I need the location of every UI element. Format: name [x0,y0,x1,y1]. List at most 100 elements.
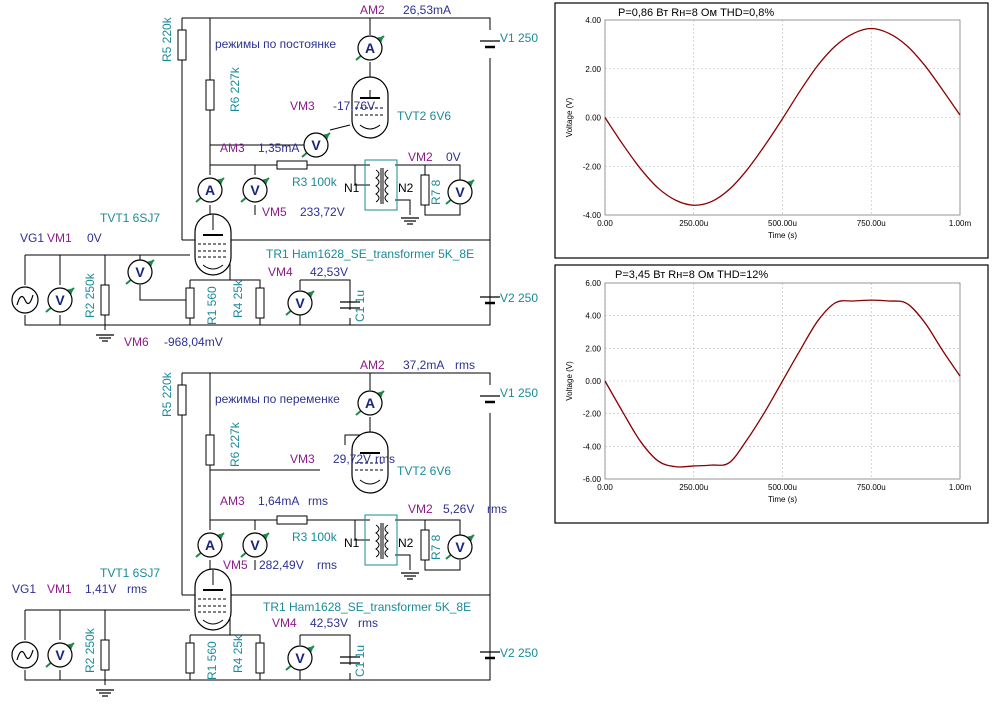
x-tick-label: 1.00m [949,483,972,492]
voltmeter-vm4: V [285,290,315,316]
n1-label: N1 [344,181,360,195]
series-line [604,27,961,206]
y-tick-label: 2.00 [585,65,601,74]
x-tick-label: 250.00u [679,219,708,228]
chart-title: P=3,45 Вт Rн=8 Ом THD=12% [615,269,768,281]
r6-label: R6 227k [228,421,242,467]
voltmeter-vm6: V [125,259,155,285]
meter-symbol: V [455,184,465,200]
voltmeter-vm4: V [285,645,315,671]
tube-tvt2 [351,431,389,494]
r4-label: R4 25k [231,279,245,318]
vm2-value: 5,26V [443,502,474,516]
transformer-tr1 [364,159,398,211]
am3-name: AM3 [220,141,245,155]
r5-label: R5 220k [160,371,174,417]
c1-label: C1 1u [353,645,367,677]
tr1-label: TR1 Ham1628_SE_transformer 5K_8E [266,247,474,261]
resistor-r5 [177,384,187,416]
x-tick-label: 750.00u [857,483,886,492]
resistor-r1 [185,287,195,319]
r2-label: R2 250k [83,627,97,673]
ammeter-am3: A [195,532,225,558]
resistor-r2 [100,284,110,316]
battery-v1 [478,39,502,49]
resistor-r5 [177,29,187,61]
vm5-name: VM5 [223,558,248,572]
y-axis-label: Voltage (V) [565,97,574,137]
voltmeter-vm2: V [445,534,475,560]
r2-label: R2 250k [83,272,97,318]
v2-label: V2 250 [500,646,538,660]
r5-label: R5 220k [160,16,174,62]
vm2-unit: rms [487,502,507,516]
n2-label: N2 [398,536,414,550]
ammeter-am3: A [195,177,225,203]
meter-symbol: A [205,537,215,553]
mode-label: режимы по переменке [215,392,340,406]
tube-tvt1 [194,213,232,276]
vm5-name: VM5 [262,205,287,219]
meter-symbol: V [455,539,465,555]
am2-value: 37,2mA [403,358,444,372]
y-tick-label: 0.00 [585,377,601,386]
vm1-name: VM1 [47,231,72,245]
vm4-unit: rms [358,616,378,630]
x-tick-label: 500.00u [768,483,797,492]
meter-symbol: A [365,395,375,411]
vm3-unit: rms [375,452,395,466]
voltmeter-vm1: V [45,642,75,668]
r7-label: R7 8 [429,179,443,205]
vm1-unit: rms [127,582,147,596]
meter-symbol: V [295,650,305,666]
meter-symbol: V [295,295,305,311]
vm3-value: -17,76V [333,99,375,113]
vm4-value: 42,53V [310,616,348,630]
x-tick-label: 750.00u [857,219,886,228]
meter-symbol: A [365,40,375,56]
meter-symbol: V [55,292,65,308]
resistor-r1 [185,642,195,674]
voltmeter-vm2: V [445,179,475,205]
resistor-r3 [276,515,308,525]
chart-frame [554,2,989,259]
tube-tvt2 [351,76,389,139]
vm5-value: 233,72V [300,205,345,219]
n1-label: N1 [344,536,360,550]
y-tick-label: -4.00 [583,211,602,220]
y-tick-label: 2.00 [585,344,601,353]
x-tick-label: 0.00 [597,219,613,228]
v1-label: V1 250 [500,31,538,45]
ground-icon [400,217,420,225]
series-line [604,299,961,468]
r1-label: R1 560 [205,286,219,325]
voltmeter-vm5: V [240,532,270,558]
vm1-name: VM1 [47,582,72,596]
ammeter-am2: A [355,390,385,416]
c1-label: C1 1u [353,290,367,322]
meter-symbol: A [205,182,215,198]
y-tick-label: -2.00 [583,162,602,171]
n2-label: N2 [398,181,414,195]
vm5-unit: rms [317,558,337,572]
y-tick-label: -2.00 [583,410,602,419]
chart-frame [554,264,989,524]
vg1-label: VG1 [20,231,44,245]
v1-label: V1 250 [500,386,538,400]
y-tick-label: 4.00 [585,16,601,25]
vg1-label: VG1 [12,582,36,596]
r6-label: R6 227k [228,66,242,112]
circuit-ac-modes: A A V V V V режимы по переменке AM2 37,2… [11,358,538,697]
voltmeter-vm5: V [240,177,270,203]
vm3-name: VM3 [290,452,315,466]
vm3-name: VM3 [290,99,315,113]
chart-title: P=0,86 Вт Rн=8 Ом THD=0,8% [618,7,774,19]
vm1-value: 0V [87,231,102,245]
tube-tvt1 [194,568,232,631]
tvt1-label: TVT1 6SJ7 [100,211,160,225]
tvt2-label: TVT2 6V6 [397,464,451,478]
